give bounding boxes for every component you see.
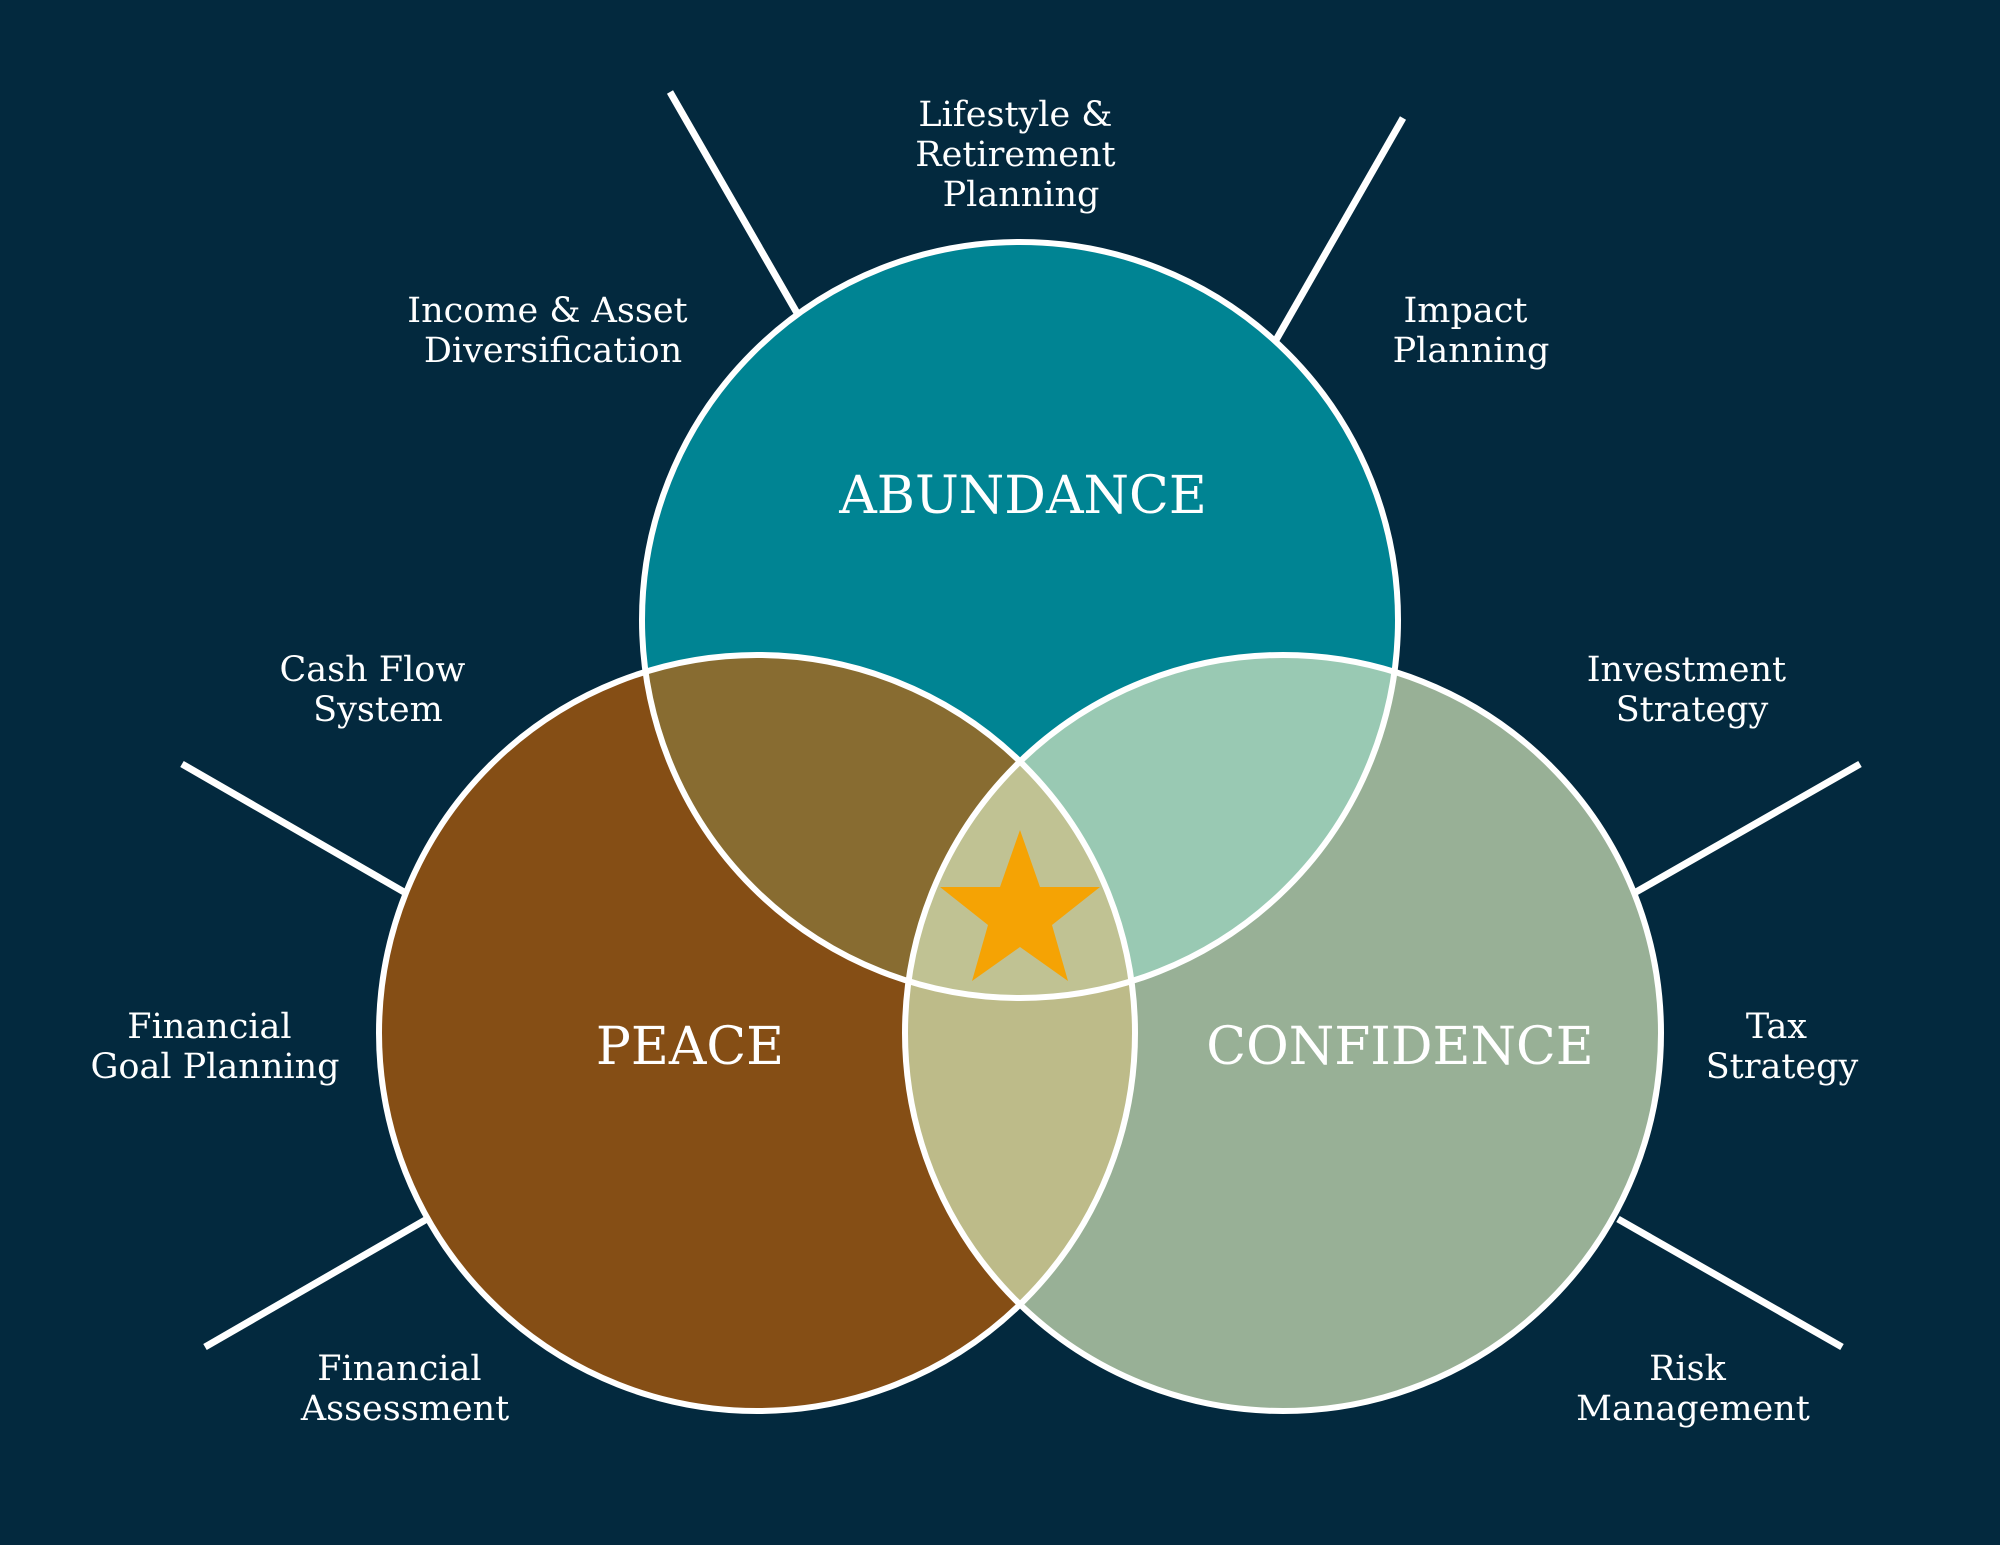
overlap-abundance-peace — [642, 655, 1135, 998]
label-tax-strategy: Tax Strategy — [1706, 1007, 1859, 1087]
connector-line-assessment — [203, 1215, 429, 1351]
label-lifestyle-retirement-planning: Lifestyle & Retirement Planning — [915, 95, 1126, 215]
circle-label-abundance: ABUNDANCE — [838, 466, 1207, 526]
label-impact-planning: Impact Planning — [1393, 291, 1550, 371]
connector-line-impact — [1272, 116, 1407, 342]
label-income-asset-diversification: Income & Asset Diversification — [407, 291, 698, 371]
connector-lines — [180, 90, 1862, 1351]
circle-label-confidence: CONFIDENCE — [1206, 1017, 1593, 1077]
star-icon — [940, 830, 1100, 981]
connector-line-cashflow — [180, 760, 406, 896]
label-financial-assessment: Financial Assessment — [300, 1349, 509, 1429]
outline-confidence — [902, 652, 1664, 1414]
circle-label-peace: PEACE — [596, 1017, 784, 1077]
connector-line-risk — [1616, 1215, 1844, 1351]
connector-line-income — [666, 90, 801, 315]
outline-abundance — [639, 239, 1401, 1001]
label-investment-strategy: Investment Strategy — [1587, 650, 1798, 730]
outline-peace — [376, 652, 1138, 1414]
label-cash-flow-system: Cash Flow System — [280, 650, 477, 730]
label-risk-management: Risk Management — [1576, 1349, 1810, 1429]
label-financial-goal-planning: Financial Goal Planning — [90, 1007, 339, 1087]
overlap-abundance-confidence — [905, 655, 1398, 998]
connector-line-investment — [1634, 760, 1862, 896]
